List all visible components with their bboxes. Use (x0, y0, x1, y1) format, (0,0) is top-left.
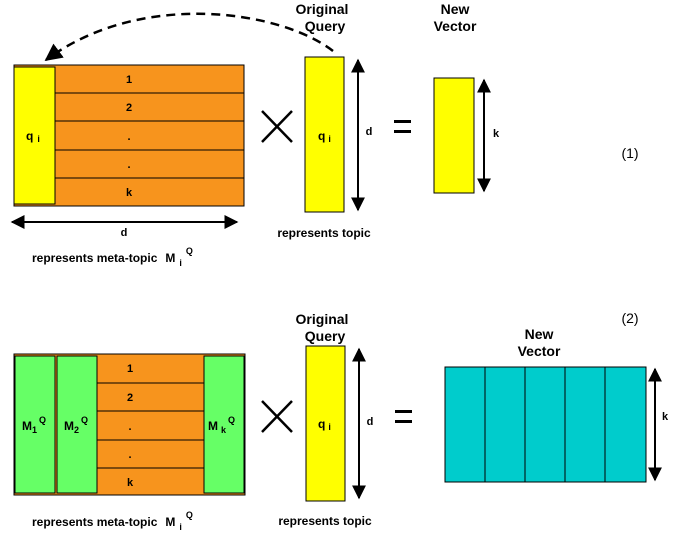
original-query-title: Query (305, 18, 346, 34)
matrix-row-label: . (127, 131, 130, 143)
svg-text:MkQ: MkQ (208, 415, 235, 435)
matrix-row-label: k (126, 187, 133, 199)
equation-number: (2) (621, 310, 638, 326)
matrix-row-label: 2 (126, 102, 132, 114)
dimension-d-label: d (121, 227, 128, 239)
meta-topic-column-m2: M2Q (56, 355, 98, 494)
multiply-icon (261, 400, 293, 433)
matrix-row-label: . (128, 421, 131, 433)
new-vector-1 (433, 77, 475, 194)
query-vector (304, 56, 345, 213)
matrix-row-label: 1 (127, 363, 133, 375)
new-vector-title: New (525, 326, 554, 342)
new-vector-matrix-2 (444, 366, 647, 483)
matrix-row-label: . (128, 449, 131, 461)
new-vector-dim-label: k (493, 128, 500, 140)
caption-topic: represents topic (277, 226, 371, 240)
original-query-title: Query (305, 328, 346, 344)
matrix-row-label: 1 (126, 74, 132, 86)
query-dim-label: d (367, 416, 374, 428)
dashed-curve-arrow (44, 12, 334, 62)
matrix-row-label: k (127, 477, 134, 489)
query-vector (305, 345, 346, 502)
new-vector-dim-label: k (662, 411, 669, 423)
new-vector-title: Vector (518, 343, 561, 359)
equation-number: (1) (621, 145, 638, 161)
original-query-title: Original (296, 1, 349, 17)
new-vector-title: New (441, 1, 470, 17)
equals-icon (395, 410, 412, 423)
svg-text:M1Q: M1Q (22, 415, 46, 435)
caption-topic: represents topic (278, 514, 372, 528)
equals-icon (394, 120, 411, 133)
matrix-row-label: 2 (127, 392, 133, 404)
original-query-title: Original (296, 311, 349, 327)
multiply-icon (261, 110, 293, 143)
new-vector-title: Vector (434, 18, 477, 34)
matrix-row-label: . (127, 159, 130, 171)
meta-topic-column-m1: M1Q (14, 355, 56, 494)
svg-text:M2Q: M2Q (64, 415, 88, 435)
query-dim-label: d (366, 126, 373, 138)
